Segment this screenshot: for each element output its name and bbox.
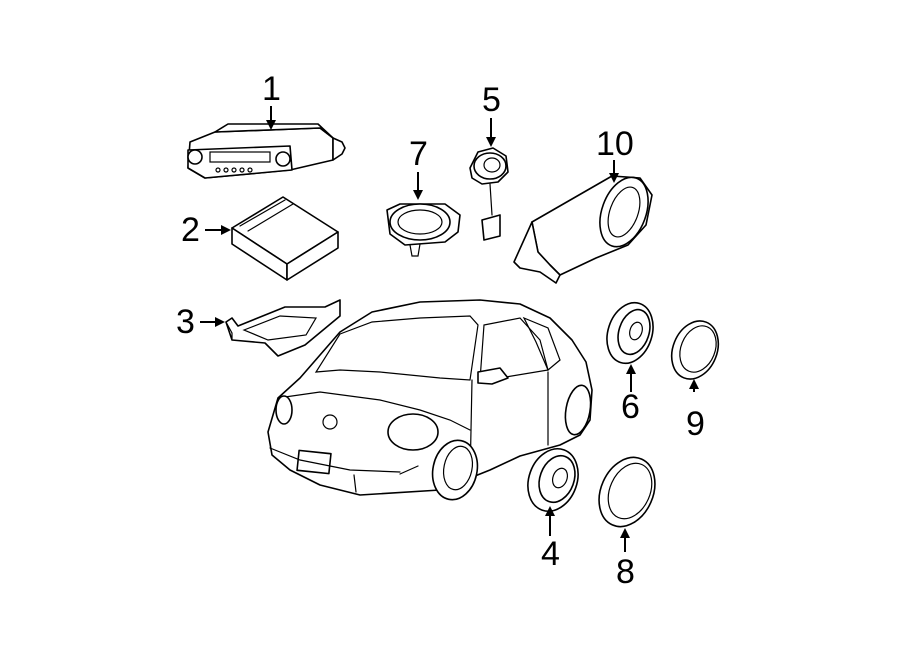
svg-text:1: 1 xyxy=(262,70,281,108)
front-speaker-spacer[interactable] xyxy=(589,449,666,536)
rear-speaker[interactable] xyxy=(599,297,660,370)
callout-9: 9 xyxy=(686,379,705,443)
callout-6: 6 xyxy=(621,364,640,426)
svg-text:4: 4 xyxy=(541,535,560,573)
dash-speaker[interactable] xyxy=(386,203,461,257)
callout-10: 10 xyxy=(596,125,634,183)
svg-text:2: 2 xyxy=(181,211,200,249)
svg-text:8: 8 xyxy=(616,553,635,591)
amplifier-bracket[interactable] xyxy=(225,299,341,357)
subwoofer-enclosure[interactable] xyxy=(513,171,657,284)
svg-text:3: 3 xyxy=(176,303,195,341)
callout-5: 5 xyxy=(482,81,501,147)
svg-text:6: 6 xyxy=(621,388,640,426)
radio-head-unit[interactable] xyxy=(187,123,346,179)
svg-text:10: 10 xyxy=(596,125,634,163)
callout-1: 1 xyxy=(262,70,281,130)
amplifier-module[interactable] xyxy=(231,196,339,281)
svg-text:9: 9 xyxy=(686,405,705,443)
front-door-speaker[interactable] xyxy=(520,442,587,519)
callout-8: 8 xyxy=(616,528,635,591)
callout-7: 7 xyxy=(409,135,428,200)
callout-4: 4 xyxy=(541,506,560,573)
callout-3: 3 xyxy=(176,303,225,341)
rear-speaker-spacer[interactable] xyxy=(663,314,726,386)
svg-text:7: 7 xyxy=(409,135,428,173)
vehicle-body xyxy=(267,299,593,501)
callout-2: 2 xyxy=(181,211,231,249)
svg-text:5: 5 xyxy=(482,81,501,119)
tweeter[interactable] xyxy=(469,147,509,241)
